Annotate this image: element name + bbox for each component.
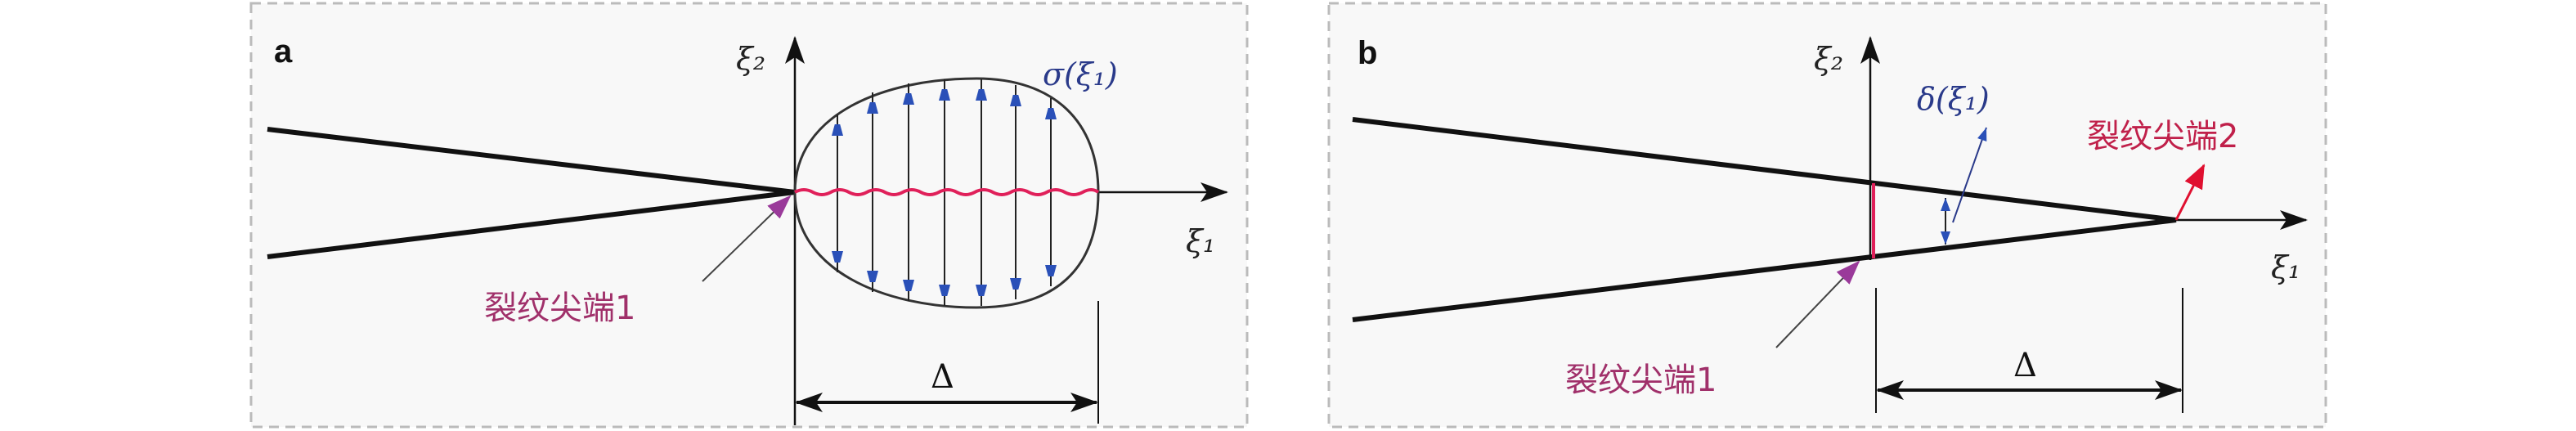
panel-a-border	[249, 2, 1249, 429]
panel-b-border	[1327, 2, 2327, 429]
panel-a-label: a	[274, 34, 293, 70]
stress-label: σ(ξ₁)	[1043, 56, 1118, 92]
opening-label: δ(ξ₁)	[1917, 81, 1990, 117]
xi2-axis-label: ξ₂	[736, 41, 765, 77]
crack-lower-face	[267, 190, 796, 259]
panel-b-label: b	[1358, 35, 1377, 71]
xi1-axis-label: ξ₁	[2271, 249, 2300, 285]
crack-lower-face	[1352, 218, 2177, 322]
panel-a: a ξ₂ ξ₁ σ(ξ₁)	[249, 2, 1249, 429]
crack-tip-1-pointer	[1775, 260, 1860, 348]
crack-tip-2-label: 裂纹尖端2	[2087, 118, 2238, 155]
xi2-axis-label: ξ₂	[1814, 41, 1843, 77]
opening-pointer	[1952, 127, 1987, 223]
length-label: Δ	[2013, 347, 2037, 384]
length-label: Δ	[931, 358, 954, 396]
crack-tip-1-label: 裂纹尖端1	[484, 290, 635, 327]
xi1-axis-label: ξ₁	[1186, 223, 1215, 259]
crack-tip-1-label: 裂纹尖端1	[1565, 361, 1717, 399]
crack-upper-face	[1352, 117, 2177, 222]
stress-arrows	[837, 79, 1051, 306]
crack-tip-1-pointer	[702, 195, 792, 282]
crack-upper-face	[267, 127, 796, 195]
crack-tip-2-pointer	[2174, 164, 2206, 221]
cohesive-zone-wavy-line	[794, 188, 1100, 196]
panel-b: b ξ₂ ξ₁ δ(ξ₁) 裂纹尖端2 裂纹尖端1 Δ	[1327, 2, 2327, 429]
